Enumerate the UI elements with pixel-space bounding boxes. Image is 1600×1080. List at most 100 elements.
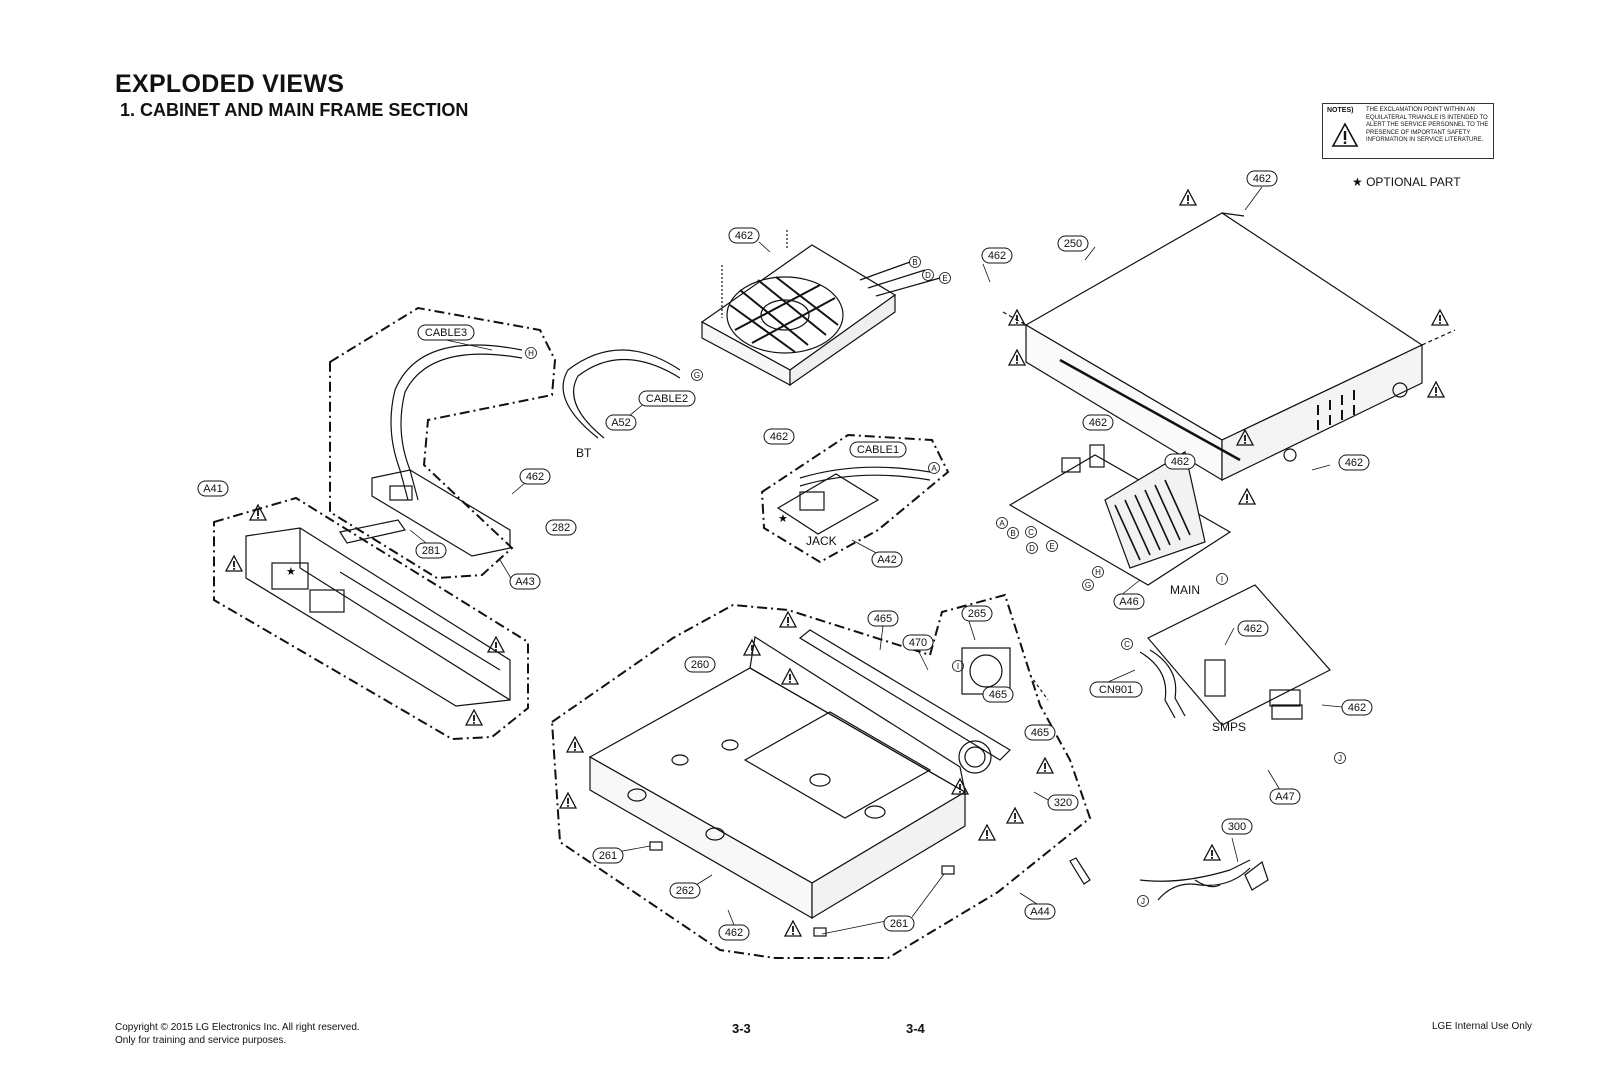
- svg-text:465: 465: [989, 689, 1007, 701]
- main-board-label: MAIN: [1170, 583, 1200, 597]
- notes-text: THE EXCLAMATION POINT WITHIN AN EQUILATE…: [1366, 107, 1489, 144]
- svg-text:262: 262: [676, 885, 694, 897]
- connector-h-marker: H: [1092, 566, 1104, 578]
- svg-text:E: E: [1049, 542, 1054, 551]
- connector-e-marker: E: [939, 272, 951, 284]
- warning-triangle-icon: [784, 920, 802, 937]
- svg-text:E: E: [942, 274, 947, 283]
- svg-text:H: H: [528, 349, 534, 358]
- svg-text:D: D: [1029, 544, 1035, 553]
- disc-loader-drawing: [700, 230, 941, 387]
- svg-text:462: 462: [988, 250, 1006, 262]
- copyright-footer: Copyright © 2015 LG Electronics Inc. All…: [115, 1021, 360, 1047]
- connector-i-marker: I: [1216, 573, 1228, 585]
- warning-triangle-icon: [1431, 309, 1449, 326]
- connector-a-marker: A: [928, 462, 940, 474]
- svg-text:A42: A42: [877, 554, 897, 566]
- internal-use-text: LGE Internal Use Only: [1432, 1021, 1533, 1032]
- page-number-right: 3-4: [906, 1021, 925, 1036]
- svg-text:A47: A47: [1275, 791, 1295, 803]
- outline-a41: [213, 496, 529, 741]
- svg-text:261: 261: [599, 850, 617, 862]
- front-panel-drawing: [245, 469, 511, 707]
- warning-triangle-icon: [781, 668, 799, 685]
- warning-triangle-icon: [465, 709, 483, 726]
- callout-281: 281: [415, 542, 447, 559]
- callout-cable1: CABLE1: [849, 441, 907, 458]
- svg-text:462: 462: [1345, 457, 1363, 469]
- callout-462-loader: 462: [728, 227, 760, 244]
- callout-462-smps-b: 462: [1341, 699, 1373, 716]
- callout-462-top-right: 462: [1246, 170, 1278, 187]
- callout-462-smps-a: 462: [1237, 620, 1269, 637]
- callout-a41: A41: [197, 480, 229, 497]
- warning-triangle-icon: [225, 555, 243, 572]
- svg-text:462: 462: [735, 230, 753, 242]
- connector-i-marker: I: [952, 660, 964, 672]
- section-title: 1. CABINET AND MAIN FRAME SECTION: [120, 100, 469, 120]
- warning-triangle-icon: [1331, 122, 1359, 147]
- callout-470: 470: [902, 634, 934, 651]
- connector-g-marker: G: [691, 369, 703, 381]
- connector-b-marker: B: [909, 256, 921, 268]
- callout-a44: A44: [1024, 903, 1056, 920]
- chassis-drawing: [588, 629, 1091, 937]
- svg-text:470: 470: [909, 637, 927, 649]
- connector-b-marker: B: [1007, 527, 1019, 539]
- callout-a46: A46: [1113, 593, 1145, 610]
- callout-465-a: 465: [867, 610, 899, 627]
- power-cord-drawing: [1157, 867, 1251, 901]
- outline-a44: [550, 593, 1092, 959]
- boards-drawing: [776, 444, 1331, 891]
- svg-text:462: 462: [1171, 456, 1189, 468]
- svg-text:I: I: [957, 662, 959, 671]
- connector-h-marker: H: [525, 347, 537, 359]
- svg-text:265: 265: [968, 608, 986, 620]
- connector-a-marker: A: [996, 517, 1008, 529]
- svg-text:D: D: [925, 271, 931, 280]
- callout-cable2: CABLE2: [638, 390, 696, 407]
- svg-text:I: I: [1221, 575, 1223, 584]
- svg-text:J: J: [1338, 754, 1342, 763]
- outline-a42: [760, 433, 950, 564]
- warning-triangle-icon: [1036, 757, 1054, 774]
- connector-c-marker: C: [1121, 638, 1133, 650]
- callout-462-main-b: 462: [1164, 453, 1196, 470]
- callout-462-jack: 462: [763, 428, 795, 445]
- svg-text:250: 250: [1064, 238, 1082, 250]
- svg-text:462: 462: [725, 927, 743, 939]
- safety-notes-box: NOTES) THE EXCLAMATION POINT WITHIN AN E…: [1322, 103, 1494, 159]
- callout-cable3: CABLE3: [417, 324, 475, 341]
- callout-262: 262: [669, 882, 701, 899]
- notes-label: NOTES): [1327, 107, 1354, 114]
- svg-text:462: 462: [1253, 173, 1271, 185]
- connector-c-marker: C: [1025, 526, 1037, 538]
- jack-label: JACK: [806, 534, 837, 548]
- callout-462-front: 462: [519, 468, 551, 485]
- connector-markers: A B D E G H A B C D E H G I I C J J: [525, 256, 1346, 907]
- callout-250: 250: [1057, 235, 1089, 252]
- warning-triangle-icon: [1203, 844, 1221, 861]
- outline-a43: [329, 306, 557, 580]
- warning-triangle-icon: [1008, 349, 1026, 366]
- warning-triangle-icon: [779, 611, 797, 628]
- svg-text:465: 465: [874, 613, 892, 625]
- svg-text:A46: A46: [1119, 596, 1139, 608]
- svg-text:A43: A43: [515, 576, 535, 588]
- connector-j-marker: J: [1334, 752, 1346, 764]
- smps-label: SMPS: [1212, 720, 1246, 734]
- svg-text:A: A: [931, 464, 937, 473]
- warning-triangles: [225, 189, 1449, 937]
- svg-text:A: A: [999, 519, 1005, 528]
- callout-462-main-a: 462: [1082, 414, 1114, 431]
- svg-text:462: 462: [1244, 623, 1262, 635]
- svg-text:462: 462: [1348, 702, 1366, 714]
- svg-text:B: B: [1010, 529, 1015, 538]
- callout-265: 265: [961, 605, 993, 622]
- group-outlines: [213, 306, 1092, 959]
- warning-triangle-icon: [978, 824, 996, 841]
- warning-triangle-icon: [1238, 488, 1256, 505]
- svg-text:G: G: [694, 371, 700, 380]
- callout-a42: A42: [871, 551, 903, 568]
